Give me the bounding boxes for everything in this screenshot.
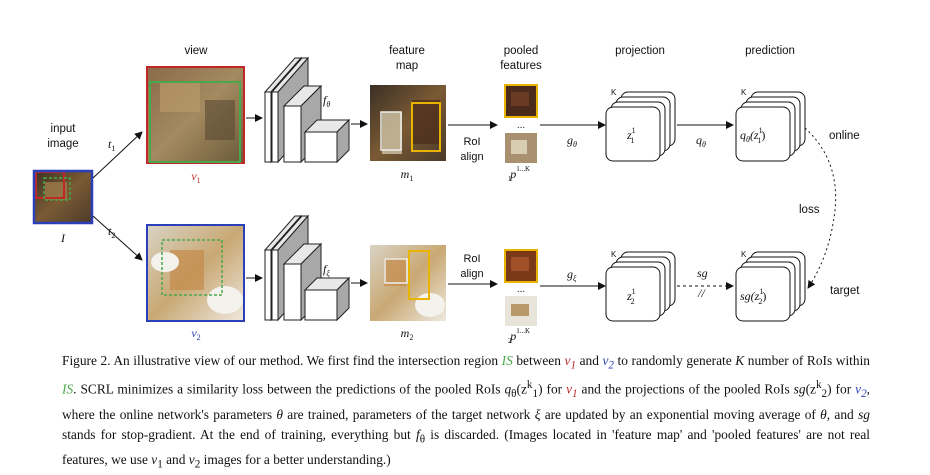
roi-align-top-line1: RoI	[463, 136, 480, 148]
pooled-features-p1	[504, 84, 538, 163]
pooled-features-header-line1: pooled	[504, 45, 539, 57]
m2-label: m2	[401, 326, 414, 342]
pooled-features-header-line2: features	[500, 60, 542, 72]
roi-align-bottom-line1: RoI	[463, 253, 480, 265]
view-v1-image	[146, 66, 245, 164]
pooled-ellipsis-bottom: ...	[517, 284, 525, 295]
feature-map-header-line1: feature	[389, 45, 425, 57]
prediction-k-top: K	[741, 88, 747, 97]
prediction-header: prediction	[745, 45, 795, 57]
view-v2-image	[146, 224, 245, 322]
prediction-stack-bottom	[735, 251, 806, 322]
branch-arrow-bottom	[92, 215, 143, 261]
projection-k-top: K	[611, 88, 617, 97]
feature-map-m1	[370, 85, 446, 161]
prediction-k-bottom: K	[741, 250, 747, 259]
online-encoder	[263, 56, 351, 164]
projection-header: projection	[615, 45, 665, 57]
v1-label: v1	[191, 169, 200, 185]
roi-align-bottom-line2: align	[460, 268, 483, 280]
target-label: target	[830, 285, 860, 297]
input-image	[32, 169, 94, 225]
pooled-ellipsis-top: ...	[517, 120, 525, 131]
target-encoder	[263, 214, 351, 322]
method-diagram: view feature map pooled features project…	[32, 45, 860, 345]
roi-align-top-line2: align	[460, 151, 483, 163]
input-symbol: I	[60, 231, 66, 245]
pooled-features-p2	[504, 249, 538, 326]
projection-k-bottom: K	[611, 250, 617, 259]
branch-arrow-top	[92, 131, 143, 179]
t1-label: t1	[108, 137, 115, 153]
projection-stack-top	[605, 91, 676, 162]
input-image-label-line1: input	[51, 123, 77, 135]
loss-connector	[804, 127, 837, 289]
loss-label: loss	[799, 204, 820, 216]
view-header: view	[184, 45, 208, 57]
sg-label: sg	[697, 266, 708, 280]
g-theta-label: gθ	[567, 133, 577, 149]
f-theta-label: fθ	[323, 93, 330, 109]
m1-label: m1	[401, 167, 414, 183]
feature-map-header-line2: map	[396, 60, 418, 72]
f-xi-label: fξ	[323, 262, 330, 278]
online-label: online	[829, 130, 860, 142]
figure-caption: Figure 2. An illustrative view of our me…	[62, 353, 870, 471]
g-xi-label: gξ	[567, 267, 577, 283]
feature-map-m2	[370, 245, 446, 321]
projection-stack-bottom	[605, 251, 676, 322]
q-theta-label: qθ	[696, 133, 706, 149]
input-image-label-line2: image	[47, 138, 78, 150]
prediction-stack-top	[735, 91, 806, 162]
v2-label: v2	[191, 326, 200, 342]
t2-label: t2	[108, 224, 115, 240]
stop-gradient-slash: //	[697, 286, 706, 300]
